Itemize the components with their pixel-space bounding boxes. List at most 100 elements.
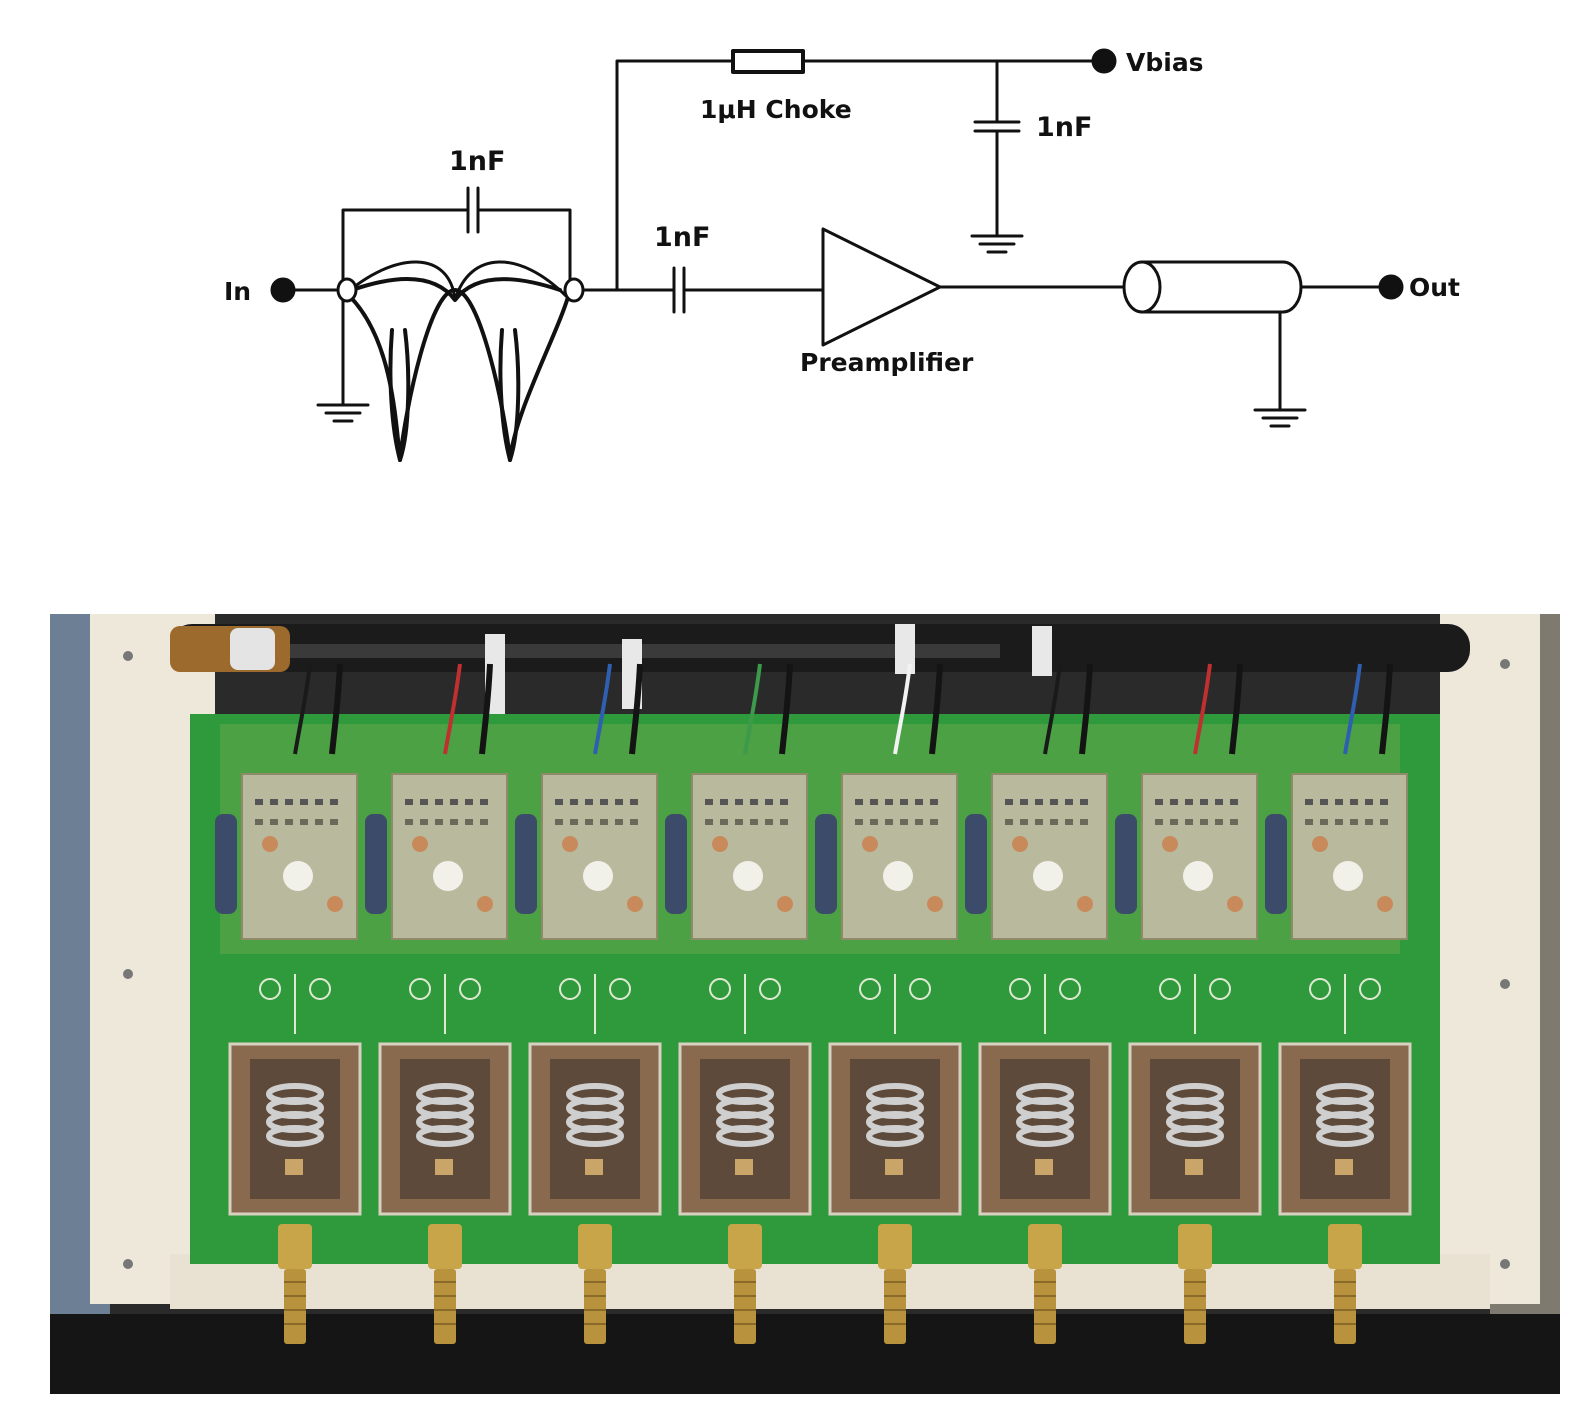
label-vbias: Vbias — [1126, 48, 1204, 77]
channel-1 — [215, 663, 362, 1344]
sma-connector-body — [1028, 1224, 1062, 1269]
smd-part — [1170, 819, 1178, 825]
ferrite-choke — [965, 814, 987, 914]
pcb-pad — [309, 978, 331, 1000]
preamp-module — [991, 773, 1108, 940]
pcb-pad — [409, 978, 431, 1000]
smd-part — [600, 819, 608, 825]
smd-part — [750, 799, 758, 805]
channel-array — [215, 663, 1412, 1344]
smd-part — [1350, 799, 1358, 805]
signal-cable — [629, 663, 643, 755]
signal-cable — [479, 663, 493, 755]
ferrite-choke — [665, 814, 687, 914]
channel-2 — [365, 663, 512, 1344]
pcb-pad — [459, 978, 481, 1000]
smd-part — [285, 819, 293, 825]
signal-cable — [329, 663, 343, 755]
module-inductor — [562, 836, 578, 852]
rf-coil-turn — [1316, 1125, 1374, 1147]
smd-part — [1050, 819, 1058, 825]
smd-part — [1020, 799, 1028, 805]
smd-part — [630, 819, 638, 825]
ferrite-choke — [515, 814, 537, 914]
ground-symbol-coax — [1253, 310, 1307, 428]
module-inductor — [1162, 836, 1178, 852]
rf-coil-turn — [1016, 1125, 1074, 1147]
smd-part — [450, 819, 458, 825]
bias-wire — [893, 663, 912, 755]
smd-part — [1380, 799, 1388, 805]
channel-7 — [1115, 663, 1262, 1344]
channel-4 — [665, 663, 812, 1344]
signal-cable — [1079, 663, 1093, 755]
smd-part — [705, 799, 713, 805]
pcb-pad — [609, 978, 631, 1000]
sma-connector-barrel — [1184, 1269, 1206, 1344]
pcb-pad — [259, 978, 281, 1000]
smd-part — [1020, 819, 1028, 825]
smd-part — [1215, 799, 1223, 805]
sma-connector-barrel — [1334, 1269, 1356, 1344]
label-preamplifier: Preamplifier — [800, 348, 974, 377]
smd-part — [780, 819, 788, 825]
sma-connector-barrel — [434, 1269, 456, 1344]
module-inductor — [927, 896, 943, 912]
smd-part — [330, 819, 338, 825]
signal-cable — [1229, 663, 1243, 755]
smd-part — [585, 819, 593, 825]
module-inductor — [327, 896, 343, 912]
channel-3 — [515, 663, 662, 1344]
signal-cable — [929, 663, 943, 755]
module-inductor — [627, 896, 643, 912]
smd-part — [1365, 799, 1373, 805]
module-inductor — [1077, 896, 1093, 912]
rf-coil-turn — [266, 1125, 324, 1147]
enclosure-screw-holes — [123, 651, 1510, 1269]
preamp-module — [691, 773, 808, 940]
module-inductor — [862, 836, 878, 852]
smd-part — [900, 799, 908, 805]
input-terminal — [270, 277, 296, 303]
sma-connector-barrel — [584, 1269, 606, 1344]
module-component — [1033, 861, 1063, 891]
ground-symbol-transformer — [316, 295, 370, 423]
smd-part — [885, 819, 893, 825]
rf-coil-turn — [1166, 1125, 1224, 1147]
bias-wire — [293, 663, 312, 755]
smd-part — [1365, 819, 1373, 825]
preamplifier-board-photo — [50, 614, 1560, 1394]
smd-part — [855, 819, 863, 825]
bias-wire — [593, 663, 612, 755]
smd-transformer — [885, 1159, 903, 1175]
sma-connector-barrel — [1034, 1269, 1056, 1344]
pcb-pad — [909, 978, 931, 1000]
module-component — [433, 861, 463, 891]
smd-part — [1155, 819, 1163, 825]
module-component — [283, 861, 313, 891]
smd-part — [1005, 799, 1013, 805]
bias-wire — [443, 663, 462, 755]
ferrite-choke — [365, 814, 387, 914]
smd-part — [1035, 819, 1043, 825]
smd-part — [915, 819, 923, 825]
pcb-pad — [1359, 978, 1381, 1000]
sma-connector-body — [578, 1224, 612, 1269]
smd-part — [630, 799, 638, 805]
smd-part — [855, 799, 863, 805]
smd-part — [570, 819, 578, 825]
smd-part — [1185, 819, 1193, 825]
sma-connector-body — [1328, 1224, 1362, 1269]
module-inductor — [262, 836, 278, 852]
ferrite-choke — [815, 814, 837, 914]
smd-part — [1215, 819, 1223, 825]
smd-transformer — [735, 1159, 753, 1175]
smd-part — [255, 799, 263, 805]
smd-transformer — [1035, 1159, 1053, 1175]
label-choke: 1μH Choke — [700, 95, 852, 124]
smd-part — [1230, 799, 1238, 805]
preamp-module — [241, 773, 358, 940]
channel-6 — [965, 663, 1112, 1344]
smd-part — [315, 799, 323, 805]
smd-part — [465, 799, 473, 805]
